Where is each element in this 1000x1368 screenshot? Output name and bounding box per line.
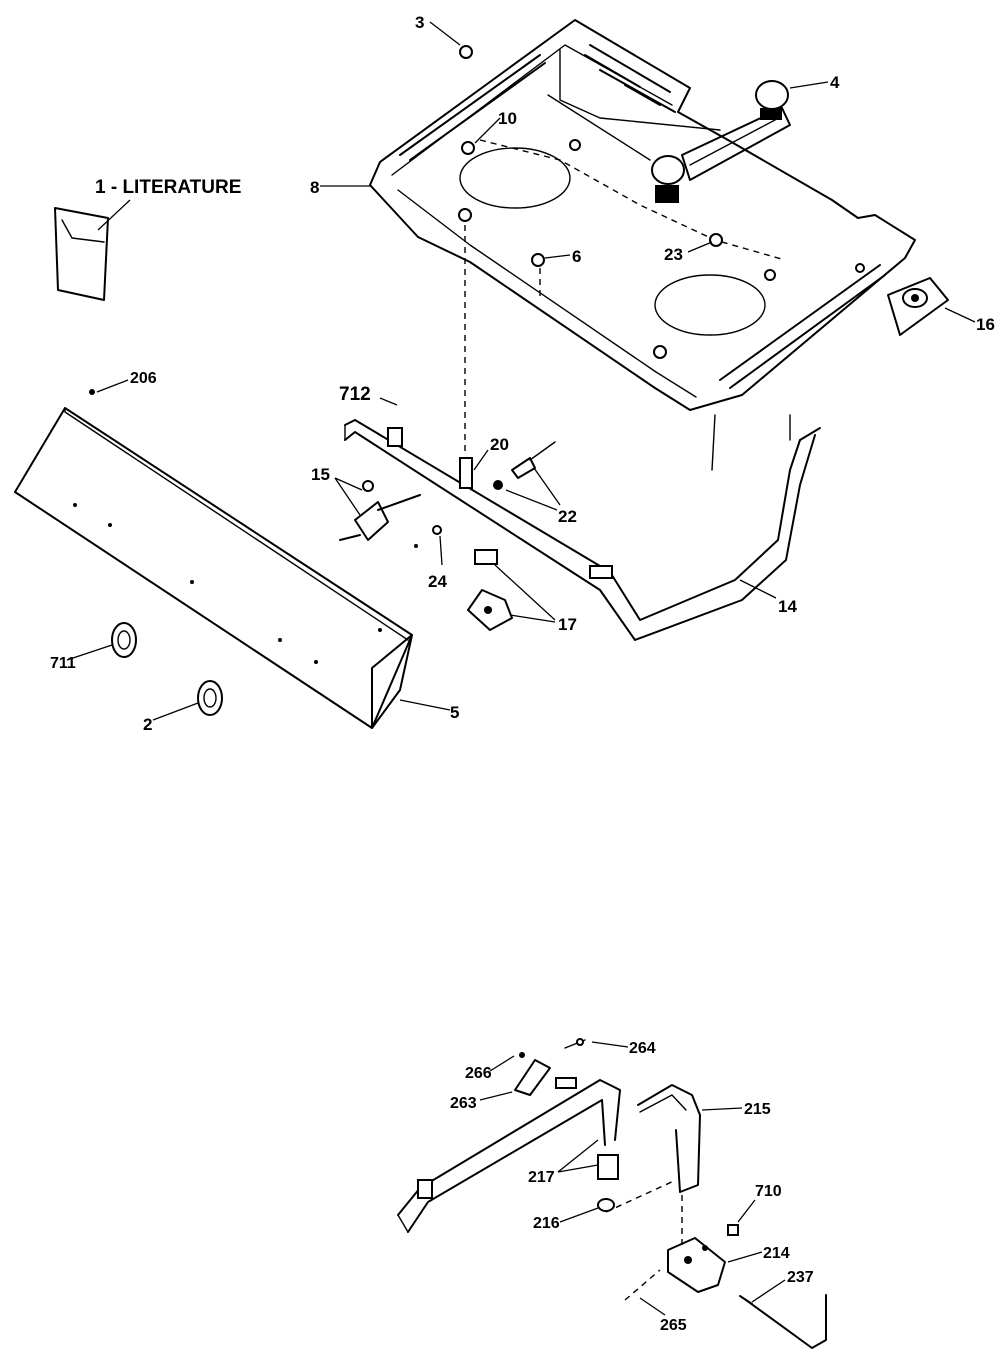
label-214: 214 (763, 1245, 790, 1262)
regulator-214 (667, 1237, 726, 1293)
valve-15 (339, 480, 421, 541)
part-710 (727, 1224, 739, 1236)
grommet-6 (531, 253, 545, 267)
label-263: 263 (450, 1095, 477, 1112)
igniter-17 (467, 549, 513, 631)
knob-711 (111, 622, 137, 658)
electrode-22 (511, 441, 556, 479)
label-17: 17 (558, 615, 577, 634)
label-711: 711 (50, 655, 76, 672)
label-20: 20 (490, 435, 509, 454)
label-15: 15 (311, 465, 330, 484)
literature-envelope (54, 199, 131, 301)
label-6: 6 (572, 247, 581, 266)
label-215: 215 (744, 1101, 771, 1118)
regulator-16 (887, 277, 949, 336)
knob-2 (197, 680, 223, 716)
lower-manifold (397, 1077, 621, 1233)
label-14: 14 (778, 597, 797, 616)
rail-slots-right (719, 264, 886, 389)
burner-valve-assembly (651, 80, 791, 203)
label-23: 23 (664, 245, 683, 264)
rail-slots-top (584, 44, 676, 113)
label-710: 710 (755, 1183, 782, 1200)
part-216 (597, 1198, 615, 1212)
manifold-14 (344, 414, 821, 641)
label-237: 237 (787, 1269, 814, 1286)
fitting-20 (459, 457, 473, 489)
label-216: 216 (533, 1215, 560, 1232)
label-712: 712 (339, 384, 371, 405)
label-5: 5 (450, 703, 459, 722)
label-2: 2 (143, 715, 152, 734)
label-8: 8 (310, 178, 319, 197)
part-217 (597, 1154, 619, 1180)
label-24: 24 (428, 572, 447, 591)
label-10: 10 (498, 109, 517, 128)
part-265 (624, 1269, 661, 1301)
orifice-22 (493, 480, 503, 490)
label-206: 206 (130, 370, 157, 387)
bracket-215 (637, 1084, 701, 1193)
cooktop-frame (369, 19, 916, 411)
valve-263 (514, 1038, 586, 1096)
part-24 (432, 525, 442, 535)
label-literature: 1 - LITERATURE (95, 177, 241, 198)
part-237 (739, 1294, 827, 1349)
label-217: 217 (528, 1169, 555, 1186)
grommet-23 (709, 233, 723, 247)
grommet-10 (461, 141, 475, 155)
label-16: 16 (976, 315, 995, 334)
label-264: 264 (629, 1040, 656, 1057)
label-265: 265 (660, 1317, 687, 1334)
leader-lines (66, 21, 976, 1316)
label-22: 22 (558, 507, 577, 526)
control-panel (14, 407, 413, 729)
rail-slots-left (399, 54, 546, 161)
label-266: 266 (465, 1065, 492, 1082)
label-3: 3 (415, 13, 424, 32)
label-4: 4 (830, 73, 840, 92)
fastener-3 (459, 45, 473, 59)
